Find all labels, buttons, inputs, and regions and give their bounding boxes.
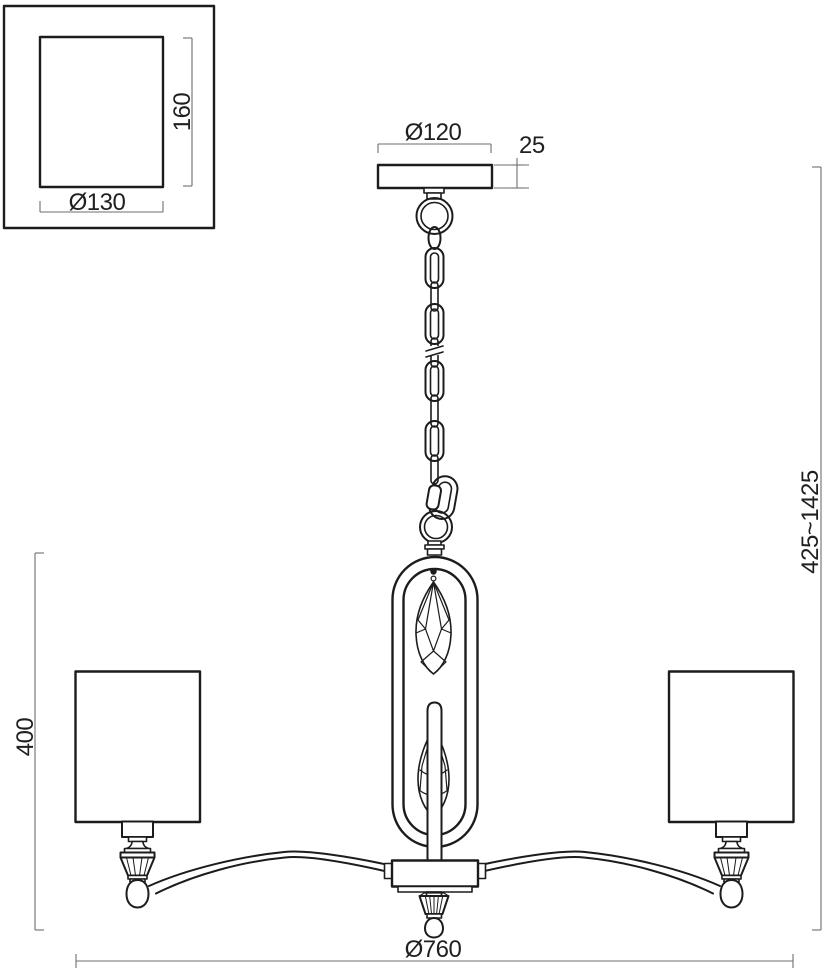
chain-link (430, 454, 439, 485)
quick-link-carabiner (425, 475, 459, 520)
center-rod (426, 701, 443, 890)
dim-hanging-height-label: 425~1425 (797, 470, 824, 574)
chain (424, 226, 445, 485)
chain-link (424, 420, 445, 462)
upper-crystal-drop (415, 568, 452, 675)
dim-canopy-height: 25 (494, 132, 545, 189)
dim-hanging-height: 425~1425 (797, 166, 824, 931)
right-candle-drop (713, 820, 750, 909)
right-arm (477, 850, 721, 895)
chain-link (424, 247, 445, 289)
dim-shade-width-label: Ø130 (69, 189, 126, 216)
shade-top-view-outline (38, 35, 165, 189)
dim-shade-width-line (39, 201, 164, 213)
dim-shade-height-label: 160 (169, 93, 196, 132)
right-shade (667, 670, 795, 824)
left-arm (148, 850, 392, 895)
dim-body-height: 400 (12, 552, 44, 931)
dim-canopy-diameter-label: Ø120 (405, 119, 462, 146)
chain-link (424, 303, 445, 345)
chain-link (427, 226, 442, 250)
chain-link (430, 281, 439, 312)
center-hub (383, 859, 487, 893)
dim-overall-diameter: Ø760 (75, 936, 794, 968)
bottom-finial (418, 891, 450, 939)
dim-overall-diameter-label: Ø760 (405, 936, 462, 963)
detail-view: 160 Ø130 (2, 4, 216, 230)
frame-top-finial (424, 540, 445, 556)
lower-hanging-ring (419, 510, 453, 544)
dim-body-height-label: 400 (12, 718, 39, 757)
chain-link (424, 360, 445, 402)
top-hanging-ring (415, 197, 454, 235)
left-candle-drop (119, 820, 156, 909)
chain-link (430, 394, 439, 428)
dim-shade-height-line (183, 37, 193, 187)
ceiling-canopy (376, 163, 494, 200)
dim-canopy-height-label: 25 (519, 132, 545, 159)
left-shade (74, 670, 202, 824)
chain-break-symbol (425, 345, 444, 358)
detail-view-frame (2, 4, 216, 230)
dim-canopy-diameter: Ø120 (377, 119, 492, 153)
